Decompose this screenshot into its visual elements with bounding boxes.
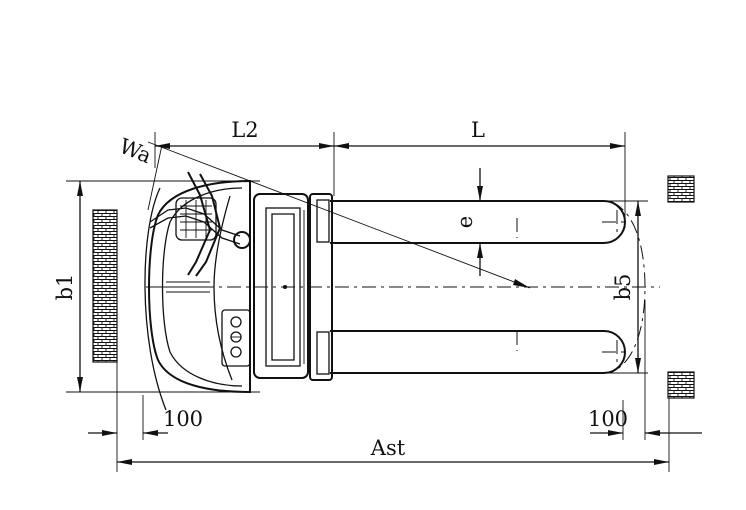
pallet-left <box>92 209 118 363</box>
fork-bottom <box>330 330 626 374</box>
fork-top <box>330 200 626 244</box>
dimension-left-100: 100 <box>88 362 203 472</box>
dimension-l: L <box>334 118 626 228</box>
label-b1: b1 <box>53 274 77 301</box>
label-left-100: 100 <box>163 407 203 431</box>
label-l: L <box>471 118 485 142</box>
battery-box <box>253 193 309 379</box>
turning-radius-arc <box>144 187 167 411</box>
control-panel-icon <box>221 309 251 367</box>
pallet-right-top <box>667 175 695 203</box>
tiller-handle-icon <box>149 171 251 277</box>
label-wa: Wa <box>116 134 155 168</box>
dimension-ast: Ast <box>117 436 669 465</box>
wa-leader-line <box>147 141 531 289</box>
pallet-right-bottom <box>667 371 695 399</box>
dimension-l2: L2 <box>154 118 335 196</box>
label-ast: Ast <box>370 436 406 460</box>
label-l2: L2 <box>231 118 258 142</box>
dimension-right-100: 100 <box>588 300 702 472</box>
label-right-100: 100 <box>588 407 628 431</box>
label-e: e <box>453 216 477 228</box>
fork-wheels <box>516 201 646 373</box>
fork-carriage <box>303 193 333 381</box>
dimension-e: e <box>453 168 483 276</box>
